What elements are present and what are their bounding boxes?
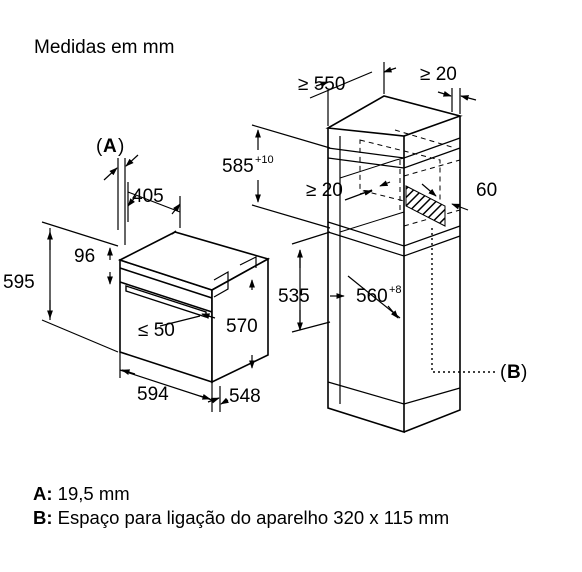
dim-ge20-top: ≥ 20 [420,64,457,85]
installation-diagram: ( A ) 405 96 595 ≤ 50 570 594 548 [3,62,527,434]
connection-space-hatch [405,185,446,227]
label-b-right-paren: ) [521,362,527,383]
dim-60: 60 [476,180,497,201]
legend-b-text: Espaço para ligação do aparelho 320 x 11… [57,507,450,528]
label-a: A [103,136,117,157]
dim-535: 535 [278,286,310,307]
dim-570: 570 [226,316,258,337]
dim-le50: ≤ 50 [138,320,175,341]
cabinet-drawing [325,95,463,434]
legend-a: A: 19,5 mm [33,483,130,505]
cabinet-dimensions [251,62,477,333]
legend-a-text: 19,5 mm [57,483,130,504]
oven-dimensions [41,154,255,412]
dim-ge20-mid: ≥ 20 [306,180,343,201]
legend-b-key: B: [33,507,53,528]
label-b-left-paren: ( [500,362,507,383]
legend-a-key: A: [33,483,53,504]
b-leader-line [431,228,498,373]
dim-548: 548 [229,386,261,407]
oven-drawing [117,230,271,384]
dim-594: 594 [137,384,169,405]
dim-ge550: ≥ 550 [298,74,345,95]
dim-560-superscript: +8 [389,284,402,296]
label-a-right-paren: ) [118,136,124,157]
label-a-left-paren: ( [96,136,103,157]
dim-96: 96 [74,246,95,267]
dim-405: 405 [132,186,164,207]
label-b: B [507,362,521,383]
dim-560: 560 [356,286,388,307]
page-title: Medidas em mm [34,37,175,58]
dim-595: 595 [3,272,35,293]
dim-585-superscript: +10 [255,154,274,166]
dim-585: 585 [222,156,254,177]
legend-b: B: Espaço para ligação do aparelho 320 x… [33,507,518,529]
